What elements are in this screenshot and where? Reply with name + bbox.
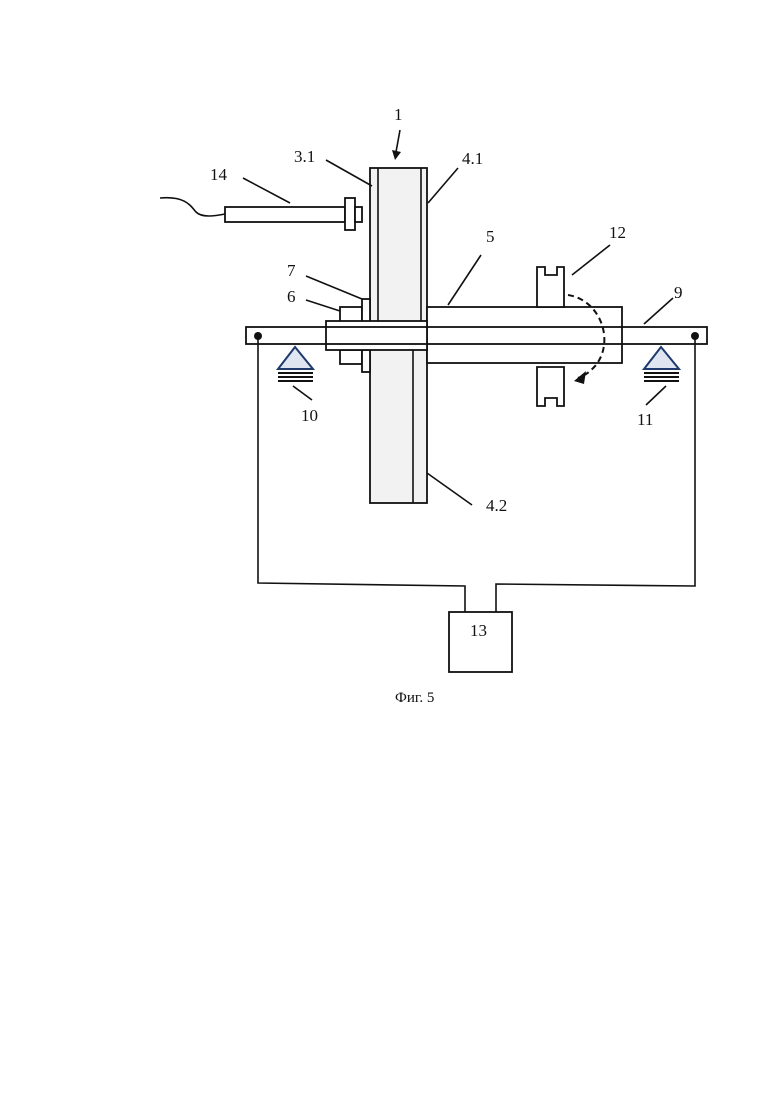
label-12: 12 <box>609 223 626 242</box>
label-5: 5 <box>486 227 495 246</box>
label-1: 1 <box>394 105 403 124</box>
support-10 <box>278 347 313 381</box>
label-4-2: 4.2 <box>486 496 507 515</box>
upper-plate-assembly <box>370 168 427 324</box>
label-6: 6 <box>287 287 296 306</box>
beam-9 <box>246 327 707 344</box>
figure-caption: Фиг. 5 <box>395 690 434 706</box>
label-7: 7 <box>287 261 296 280</box>
label-11: 11 <box>637 410 653 429</box>
wiring <box>258 336 695 612</box>
lower-plate-assembly <box>370 349 427 503</box>
label-3-1: 3.1 <box>294 147 315 166</box>
label-14: 14 <box>210 165 228 184</box>
support-11 <box>644 347 679 381</box>
label-4-1: 4.1 <box>462 149 483 168</box>
label-9: 9 <box>674 283 683 302</box>
label-10: 10 <box>301 406 318 425</box>
label-13: 13 <box>470 621 487 640</box>
arrow-1 <box>392 130 401 160</box>
probe-14 <box>160 198 362 230</box>
